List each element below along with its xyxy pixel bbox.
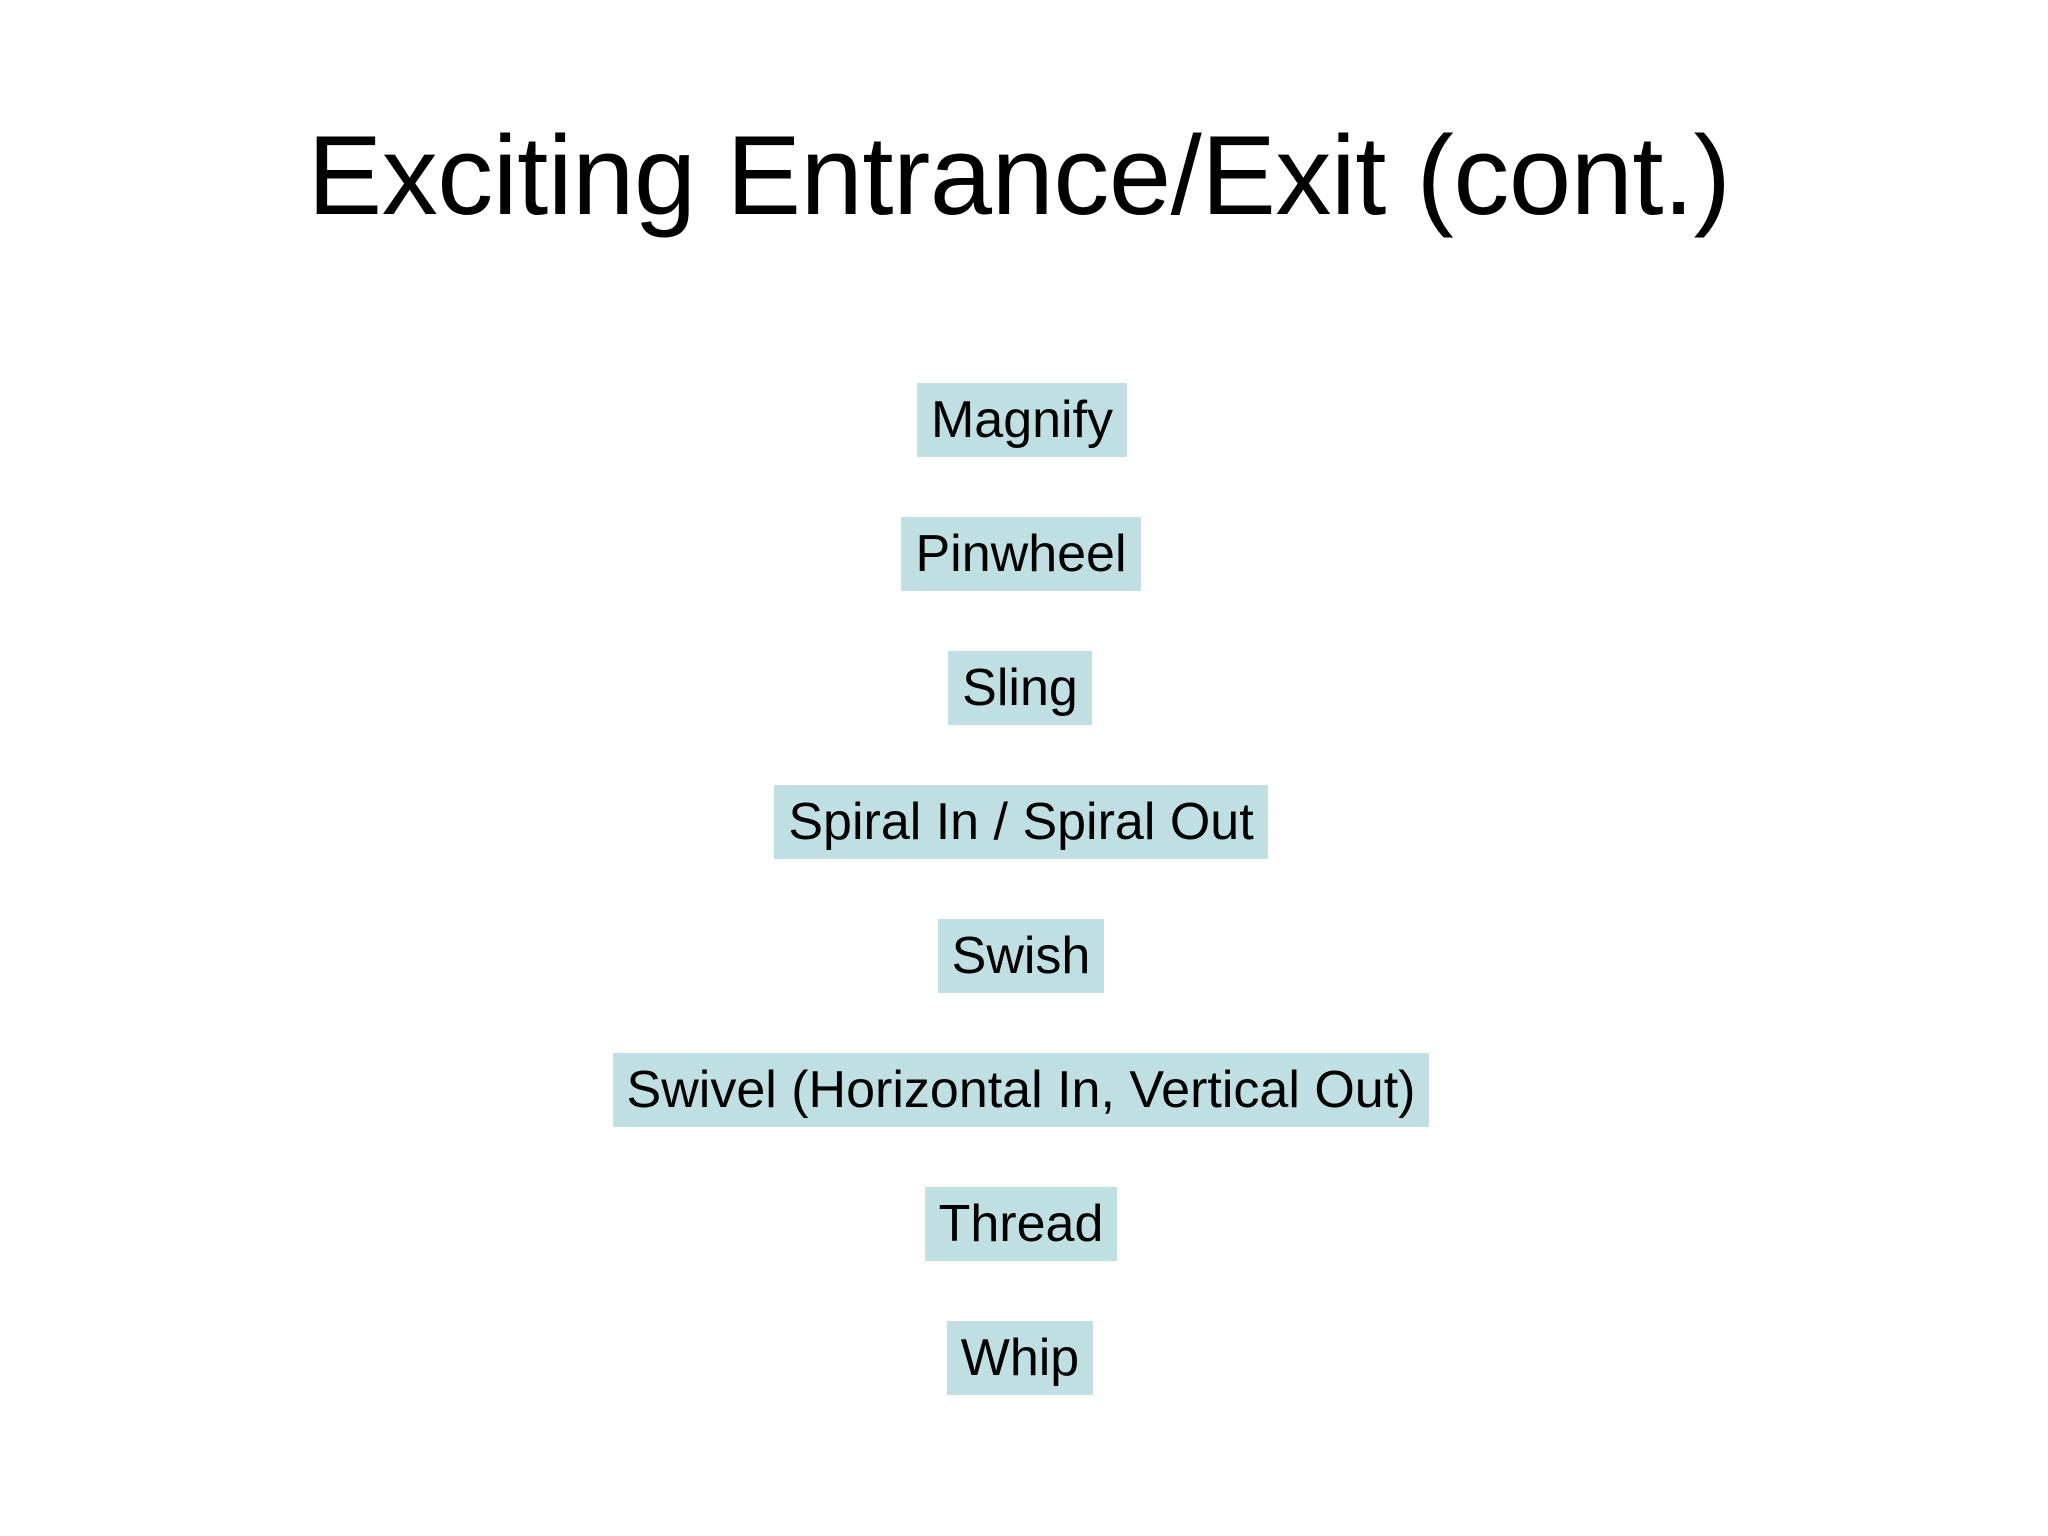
- list-item: Swivel (Horizontal In, Vertical Out): [0, 1053, 2048, 1127]
- highlighted-item-swish: Swish: [937, 919, 1105, 993]
- highlighted-item-swivel: Swivel (Horizontal In, Vertical Out): [612, 1053, 1430, 1127]
- slide-title-area: Exciting Entrance/Exit (cont.): [0, 96, 2048, 256]
- page-title: Exciting Entrance/Exit (cont.): [307, 113, 1731, 239]
- list-item: Sling: [0, 651, 2048, 725]
- list-item: Magnify: [0, 383, 2048, 457]
- list-item: Whip: [0, 1321, 2048, 1395]
- list-item: Swish: [0, 919, 2048, 993]
- highlighted-item-spiral-in-spiral-out: Spiral In / Spiral Out: [774, 785, 1268, 859]
- highlighted-item-pinwheel: Pinwheel: [901, 517, 1141, 591]
- list-item: Thread: [0, 1187, 2048, 1261]
- highlighted-item-thread: Thread: [924, 1187, 1118, 1261]
- list-item: Spiral In / Spiral Out: [0, 785, 2048, 859]
- highlighted-item-magnify: Magnify: [916, 383, 1128, 457]
- highlighted-item-sling: Sling: [948, 651, 1092, 725]
- list-item: Pinwheel: [0, 517, 2048, 591]
- highlighted-item-whip: Whip: [946, 1321, 1094, 1395]
- slide-body-list: Magnify Pinwheel Sling Spiral In / Spira…: [0, 372, 2048, 1432]
